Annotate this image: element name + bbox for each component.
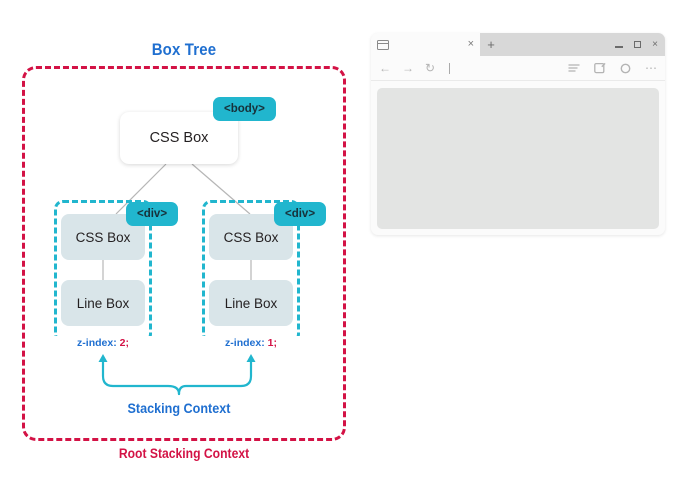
line-box-branch-1-label: Line Box: [76, 295, 130, 311]
zindex-property-1: z-index:: [77, 337, 120, 349]
page-icon: [377, 39, 389, 50]
root-css-box-label: CSS Box: [149, 130, 209, 146]
root-stacking-context-label: Root Stacking Context: [118, 446, 250, 461]
browser-tab[interactable]: ×: [371, 33, 480, 56]
window-controls: ×: [502, 33, 665, 56]
line-box-branch-2-label: Line Box: [224, 295, 278, 311]
reading-view-icon[interactable]: [568, 63, 580, 73]
minimize-icon[interactable]: [615, 46, 624, 48]
new-tab-button[interactable]: +: [480, 33, 502, 56]
stacking-context-label: Stacking Context: [127, 400, 231, 416]
zindex-property-2: z-index:: [225, 337, 268, 349]
zindex-label-branch-2: z-index: 1;: [202, 336, 300, 350]
zindex-semicolon-1: ;: [125, 337, 129, 349]
browser-viewport: [377, 88, 659, 229]
tag-badge-div-2: <div>: [274, 202, 327, 226]
more-options-icon[interactable]: ⋯: [645, 61, 657, 75]
css-box-branch-2-label: CSS Box: [223, 229, 279, 245]
notes-edit-icon[interactable]: [594, 62, 606, 74]
browser-tab-bar: × + ×: [371, 33, 665, 56]
css-box-branch-1-label: CSS Box: [75, 229, 131, 245]
maximize-icon[interactable]: [634, 41, 642, 48]
close-icon[interactable]: ×: [467, 38, 474, 50]
back-arrow-icon[interactable]: ←: [379, 61, 391, 75]
root-stacking-context-boundary: [22, 66, 346, 441]
root-css-box: CSS Box: [120, 112, 238, 164]
zindex-value-2: 1: [267, 337, 274, 349]
browser-window-mockup: × + × ← → ↻: [371, 33, 665, 235]
tag-badge-body-label: <body>: [224, 103, 265, 115]
browser-toolbar: ← → ↻: [371, 56, 665, 81]
tag-badge-div-1-label: <div>: [137, 208, 168, 220]
line-box-branch-2: Line Box: [209, 280, 293, 326]
tag-badge-body: <body>: [213, 97, 276, 121]
forward-arrow-icon[interactable]: →: [402, 61, 414, 75]
diagram-title: Box Tree: [151, 40, 217, 59]
address-bar-input[interactable]: [449, 62, 451, 74]
zindex-label-branch-1: z-index: 2;: [54, 336, 152, 350]
favorites-circle-icon[interactable]: [620, 63, 631, 74]
reload-icon[interactable]: ↻: [425, 61, 436, 75]
zindex-semicolon-2: ;: [273, 337, 277, 349]
zindex-value-1: 2: [119, 337, 126, 349]
box-tree-diagram: Box Tree CSS Box <body> CSS Box Line Box…: [22, 40, 346, 461]
window-close-icon[interactable]: ×: [652, 38, 658, 50]
tag-badge-div-2-label: <div>: [285, 208, 316, 220]
tag-badge-div-1: <div>: [126, 202, 179, 226]
line-box-branch-1: Line Box: [61, 280, 145, 326]
